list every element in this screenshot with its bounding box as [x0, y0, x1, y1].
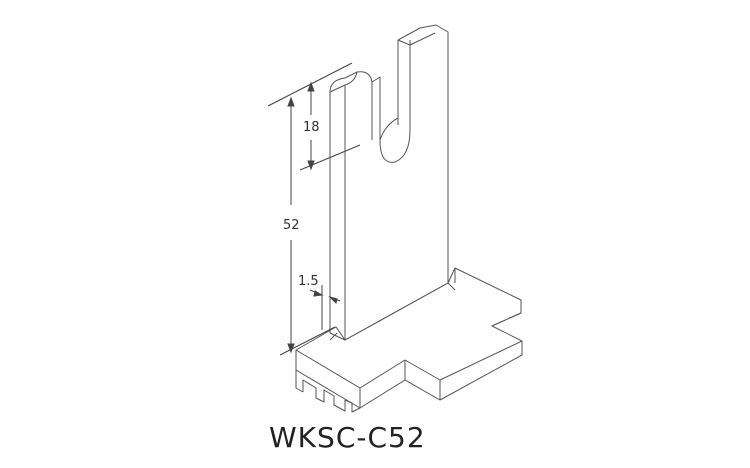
part-outline: [295, 24, 523, 413]
dimension-lines: [267, 62, 361, 356]
dimension-52-label: 52: [283, 218, 300, 233]
dimension-1-5-label: 1.5: [298, 274, 319, 289]
model-number-label: WKSC-C52: [269, 421, 426, 454]
dimension-18-label: 18: [303, 120, 320, 135]
